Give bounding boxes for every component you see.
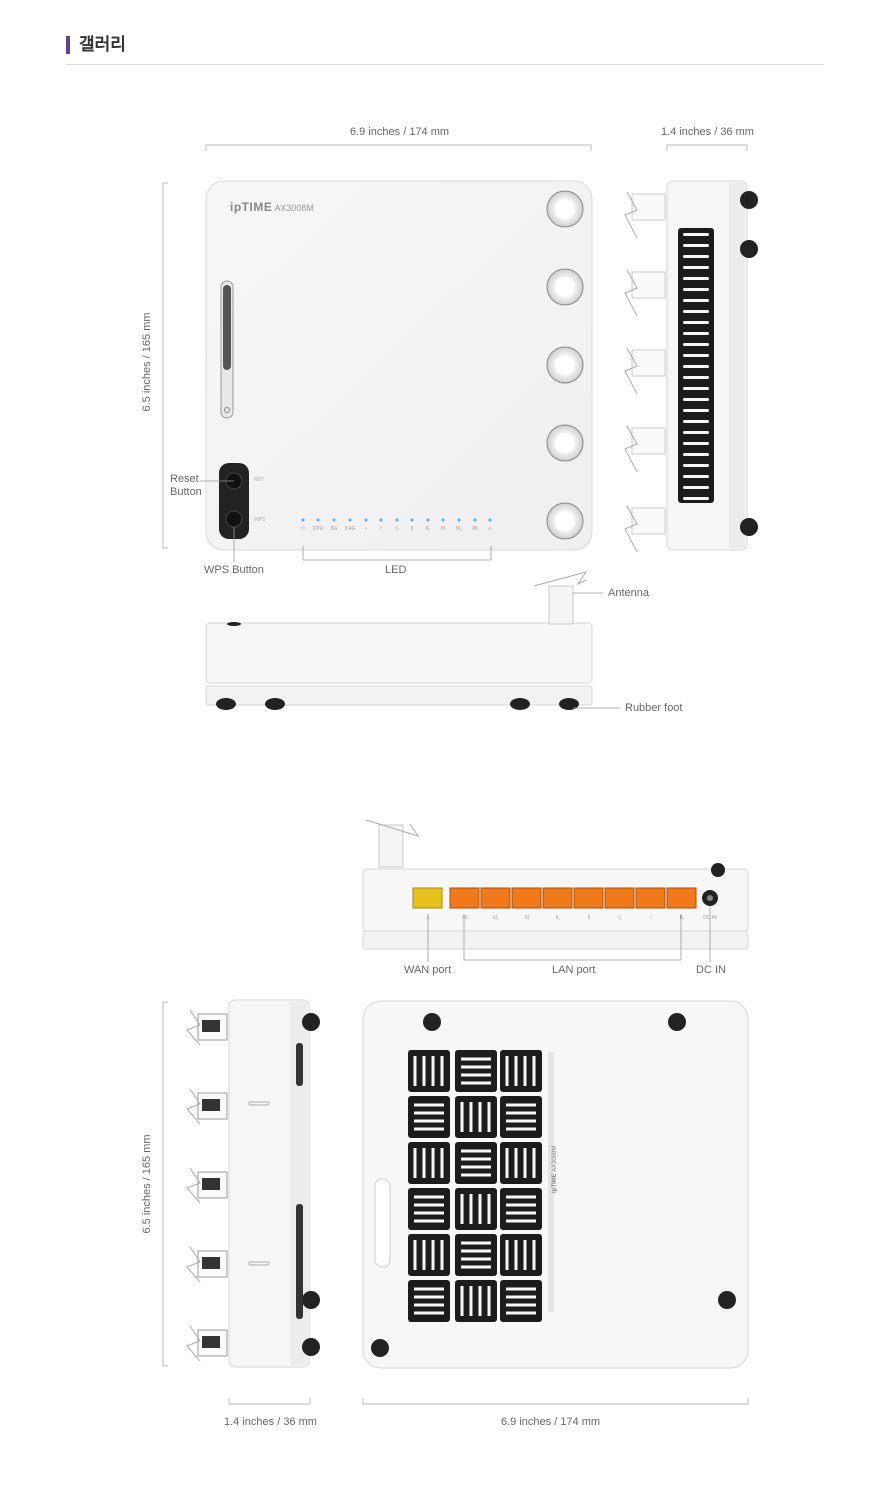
gallery-header: 갤러리 [66,34,824,65]
wps-tag: WPS [254,517,266,523]
led-dots [301,518,492,522]
router-edge-view [205,571,620,710]
led-label: ⚠ [487,526,493,532]
port-label: III [524,915,530,921]
led-label: 5G [330,526,338,532]
led-callout: LED [385,564,407,576]
router-front-view [200,180,593,562]
brand-model: AX3008M [274,203,314,213]
router-bottom-view [362,1000,749,1369]
led-label: III₂ [455,526,463,532]
router-rear-view [362,819,749,962]
wan-port [412,887,443,909]
led-label: • [365,526,367,532]
bottom-label: ipTIME AX3008M [552,1093,558,1193]
wps-button-callout: WPS Button [204,564,264,576]
router-side-view-right [624,180,758,553]
dimension-depth-bottom: 1.4 inches / 36 mm [224,1416,317,1428]
port-label: DC IN [703,915,717,921]
led-label: ⏻ [301,526,305,532]
rst-tag: RST [254,477,264,483]
bottom-label-model: AX3008M [552,1145,558,1172]
led-label: CPU [312,526,324,532]
led-label: IIII [472,526,478,532]
rubber-foot-callout: Rubber foot [625,702,683,714]
dimension-height-bottom: 6.5 inches / 165 mm [141,1134,153,1234]
led-label: III [440,526,446,532]
dimension-height-top: 6.5 inches / 165 mm [141,312,153,412]
led-label: I [380,526,382,532]
led-label: II₂ [425,526,431,532]
port-label: I₂ [618,915,622,921]
reset-button-callout: Reset Button [170,473,202,499]
led-label: II [410,526,414,532]
reset-callout-line2: Button [170,486,202,498]
led-label: I₂ [395,526,399,532]
dimension-width-top: 6.9 inches / 174 mm [350,126,450,138]
lan-ports [449,887,697,909]
dimension-width-bottom: 6.9 inches / 174 mm [501,1416,601,1428]
port-label: I [650,915,652,921]
dimension-lines-top [162,144,748,549]
wan-port-callout: WAN port [404,964,452,976]
router-side-view-left [186,999,320,1368]
port-label: II₂ [555,915,561,921]
header-accent-bar [66,36,70,54]
gallery-title: 갤러리 [79,35,126,54]
antenna-callout: Antenna [608,587,649,599]
side-antennas [631,193,666,535]
port-label: II₂ [679,915,685,921]
port-label: II [587,915,591,921]
port-label: ⚠ [425,915,431,921]
port-label: IIII [462,915,468,921]
dc-in-callout: DC IN [696,964,726,976]
dimension-lines-bottom [162,1001,749,1405]
brand-logo: ipTIME [230,200,273,214]
led-label: 2.4G [344,526,356,532]
port-label: III₂ [492,915,500,921]
reset-callout-line1: Reset [170,473,199,485]
antenna-knobs [546,190,584,540]
lan-port-callout: LAN port [552,964,596,976]
bottom-label-logo: ipTIME [552,1173,558,1193]
dimension-depth-top: 1.4 inches / 36 mm [661,126,754,138]
